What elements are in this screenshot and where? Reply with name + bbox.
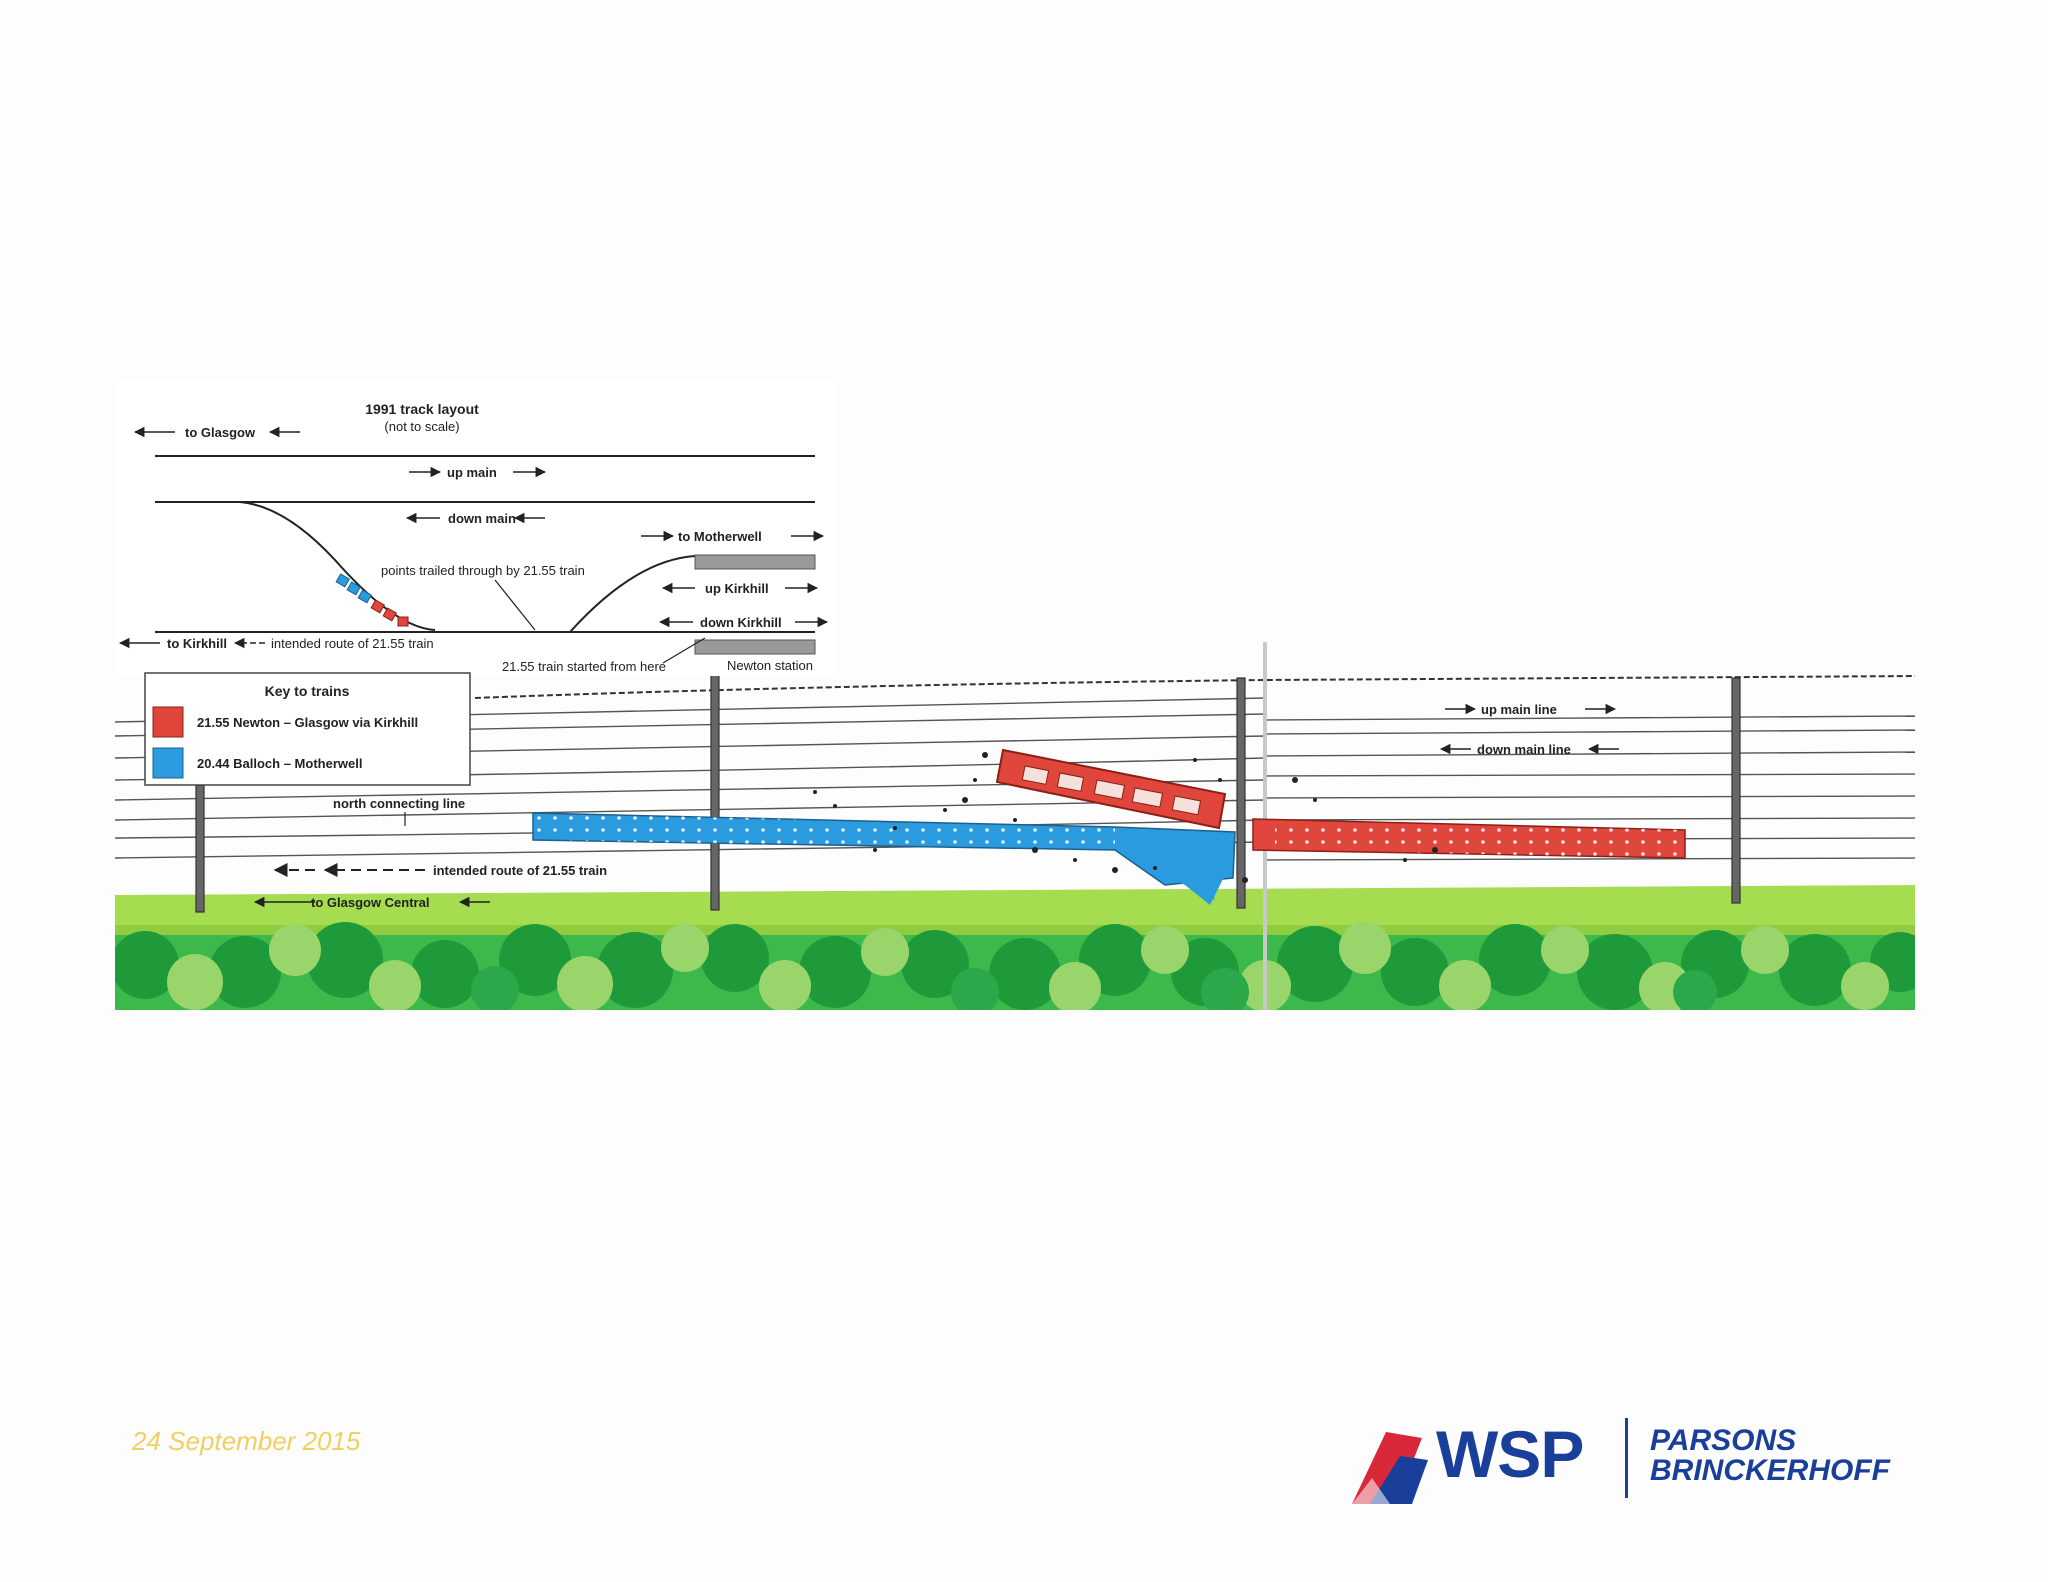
platform-lower	[694, 639, 816, 655]
down-kirkhill-label: down Kirkhill	[700, 615, 782, 630]
platform-upper	[694, 554, 816, 570]
up-kirkhill-label: up Kirkhill	[705, 581, 769, 596]
newton-station-label: Newton station	[727, 658, 813, 673]
to-glasgow-central-label: to Glasgow Central	[311, 895, 429, 910]
trains	[532, 748, 1686, 905]
scene	[111, 642, 1930, 1016]
up-main-line-label: up main line	[1481, 702, 1557, 717]
key-swatch-blue	[152, 747, 184, 779]
mast	[195, 771, 205, 913]
debris	[813, 752, 1438, 883]
red-derailed-carriage	[995, 748, 1227, 830]
track-layout-inset: 1991 track layout (not to scale) to Glas…	[115, 380, 835, 676]
company-logo: WSP PARSONS BRINCKERHOFF	[1350, 1410, 1930, 1510]
diagram-svg: up main line down main line north connec…	[111, 380, 1930, 1016]
north-connecting-line-label: north connecting line	[333, 796, 465, 811]
key-swatch-red	[152, 706, 184, 738]
inset-intended-route-label: intended route of 21.55 train	[271, 636, 434, 651]
grass-bank	[115, 885, 1920, 925]
points-label: points trailed through by 21.55 train	[381, 563, 585, 578]
down-main-line-label: down main line	[1477, 742, 1571, 757]
to-kirkhill-label: to Kirkhill	[167, 636, 227, 651]
up-main-label: up main	[447, 465, 497, 480]
inset-title: 1991 track layout	[365, 401, 479, 417]
tree-line	[111, 922, 1930, 1016]
key-item-blue: 20.44 Balloch – Motherwell	[197, 756, 362, 771]
logo-wsp-text: WSP	[1436, 1417, 1584, 1491]
logo-brinckerhoff-text: BRINCKERHOFF	[1650, 1454, 1890, 1487]
to-glasgow-label: to Glasgow	[185, 425, 256, 440]
mast	[1731, 677, 1741, 904]
kirkhill-link	[569, 555, 815, 633]
key-to-trains: Key to trains 21.55 Newton – Glasgow via…	[144, 672, 471, 786]
inset-subtitle: (not to scale)	[384, 419, 459, 434]
mast	[1236, 677, 1246, 909]
started-here-label: 21.55 train started from here	[502, 659, 666, 674]
hedge-line	[474, 675, 1921, 699]
down-main-label: down main	[448, 511, 516, 526]
inset-train-icons	[335, 573, 409, 627]
wsp-mark-icon	[1352, 1432, 1428, 1504]
key-item-red: 21.55 Newton – Glasgow via Kirkhill	[197, 715, 418, 730]
logo-divider	[1625, 1418, 1628, 1498]
to-motherwell-label: to Motherwell	[678, 529, 762, 544]
blue-wreckage	[1135, 850, 1225, 905]
scene-intended-route-label: intended route of 21.55 train	[433, 863, 607, 878]
accident-diagram: up main line down main line north connec…	[111, 380, 1930, 1016]
key-title: Key to trains	[265, 683, 350, 699]
footer-date: 24 September 2015	[132, 1426, 361, 1456]
mast	[710, 674, 720, 911]
logo-parsons-text: PARSONS	[1650, 1424, 1797, 1457]
crossover-curve	[239, 501, 436, 631]
scene-labels: up main line down main line north connec…	[253, 702, 1619, 910]
